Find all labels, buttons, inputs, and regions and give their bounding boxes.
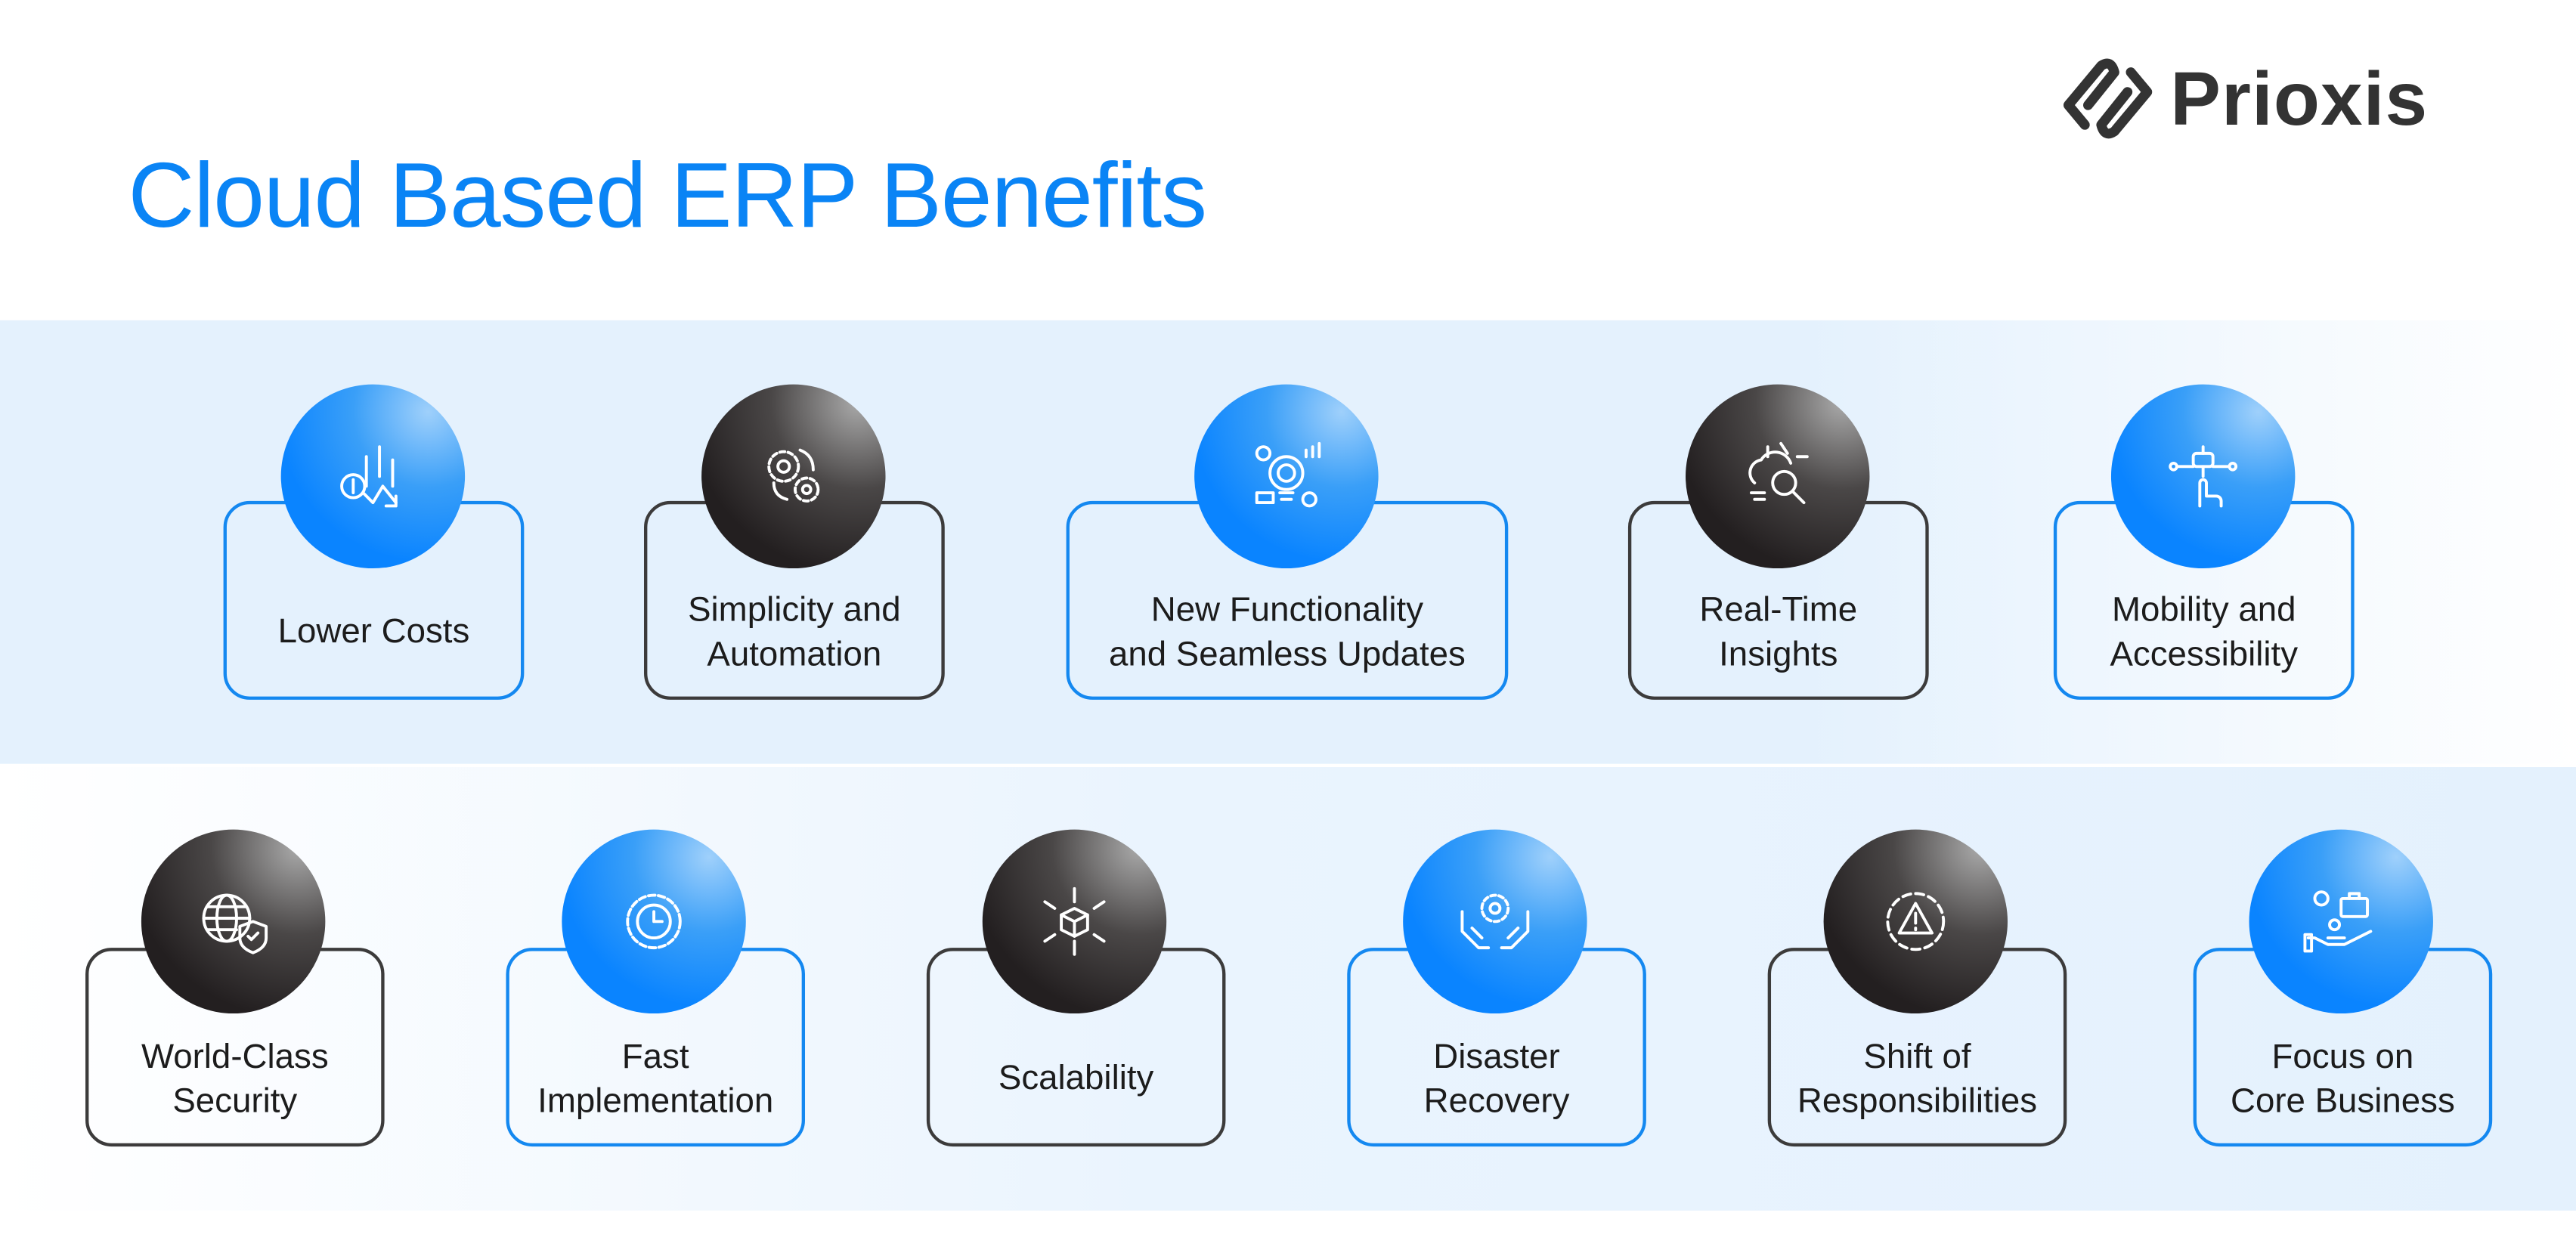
cube-expand-icon — [982, 829, 1167, 1014]
benefit-label: Mobility and Accessibility — [2110, 590, 2299, 673]
hand-briefcase-icon — [2249, 829, 2433, 1014]
benefit-label: New Functionality and Seamless Updates — [1108, 590, 1466, 673]
globe-shield-icon — [141, 829, 326, 1014]
benefit-card-simplicity: Simplicity and Automation — [644, 500, 945, 700]
benefit-card-focus-core: Focus on Core Business — [2193, 948, 2493, 1147]
benefit-label: World-Class Security — [141, 1037, 329, 1120]
prioxis-logo-icon — [2063, 58, 2153, 139]
lightbulb-updates-icon — [1194, 384, 1379, 569]
benefit-label: Lower Costs — [277, 612, 470, 651]
benefit-card-disaster-recovery: Disaster Recovery — [1347, 948, 1646, 1147]
brand-logo: Prioxis — [2062, 53, 2429, 145]
gear-clock-icon — [562, 829, 746, 1014]
benefit-card-new-functionality: New Functionality and Seamless Updates — [1066, 500, 1509, 700]
warning-cycle-icon — [1823, 829, 2008, 1014]
benefits-band-bottom — [0, 767, 2576, 1211]
cost-reduction-chart-icon — [280, 384, 466, 569]
benefit-label: Real-Time Insights — [1699, 590, 1858, 673]
benefit-label: Simplicity and Automation — [688, 590, 901, 673]
logo-text: Prioxis — [2170, 55, 2429, 141]
gears-cycle-icon — [701, 384, 886, 569]
benefit-label: Fast Implementation — [537, 1037, 774, 1120]
benefit-label: Disaster Recovery — [1423, 1037, 1570, 1120]
touch-network-icon — [2110, 384, 2296, 569]
page-title: Cloud Based ERP Benefits — [128, 143, 1207, 247]
hands-gear-icon — [1403, 829, 1587, 1014]
benefit-label: Focus on Core Business — [2231, 1037, 2455, 1120]
benefit-label: Scalability — [998, 1059, 1154, 1097]
data-search-icon — [1686, 384, 1870, 569]
benefit-label: Shift of Responsibilities — [1797, 1037, 2038, 1120]
